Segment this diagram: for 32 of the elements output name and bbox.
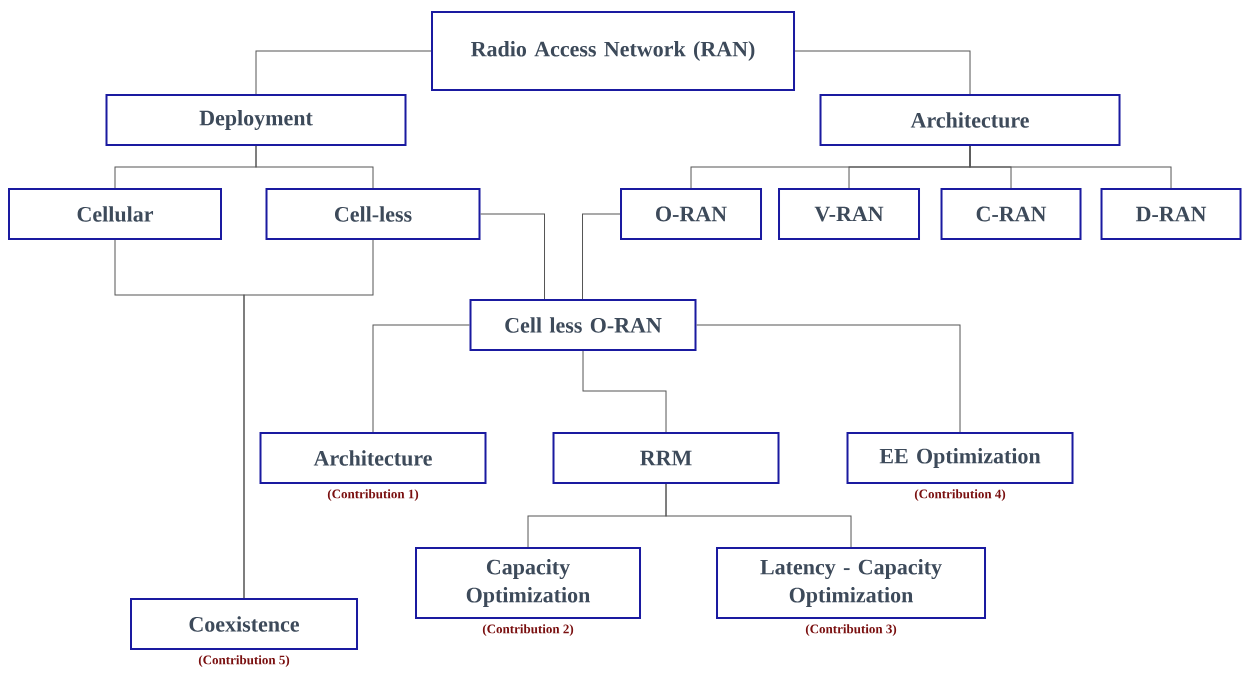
category-box: Coexistence [130, 598, 358, 650]
connector-line [969, 145, 1172, 189]
connector-line [243, 239, 374, 599]
category-box: D-RAN [1100, 188, 1242, 240]
contribution-note: (Contribution 1) [327, 489, 419, 501]
connector-line [582, 350, 667, 433]
category-box: Capacity Optimization [415, 547, 641, 619]
category-box: Latency - Capacity Optimization [716, 547, 986, 619]
category-box: Cellular [8, 188, 222, 240]
connector-line [582, 213, 621, 300]
category-box: Cell-less [265, 188, 481, 240]
category-box: RRM [552, 432, 780, 484]
category-box: C-RAN [940, 188, 1082, 240]
category-box: Cell less O-RAN [469, 299, 697, 351]
connector-line [794, 50, 971, 95]
connector-line [480, 213, 545, 300]
contribution-note: (Contribution 2) [482, 624, 574, 636]
category-box: Architecture [819, 94, 1121, 146]
connector-line [255, 145, 374, 189]
contribution-note: (Contribution 3) [805, 624, 897, 636]
contribution-note: (Contribution 4) [914, 489, 1006, 501]
category-box: EE Optimization [846, 432, 1074, 484]
category-box: O-RAN [620, 188, 762, 240]
category-box: Architecture [259, 432, 487, 484]
connector-line [255, 50, 432, 95]
category-box: V-RAN [778, 188, 920, 240]
category-box: Radio Access Network (RAN) [431, 11, 795, 91]
category-box: Deployment [105, 94, 407, 146]
connector-line [696, 324, 961, 433]
contribution-note: (Contribution 5) [198, 655, 290, 667]
connector-line [372, 324, 470, 433]
connector-line [665, 483, 852, 548]
